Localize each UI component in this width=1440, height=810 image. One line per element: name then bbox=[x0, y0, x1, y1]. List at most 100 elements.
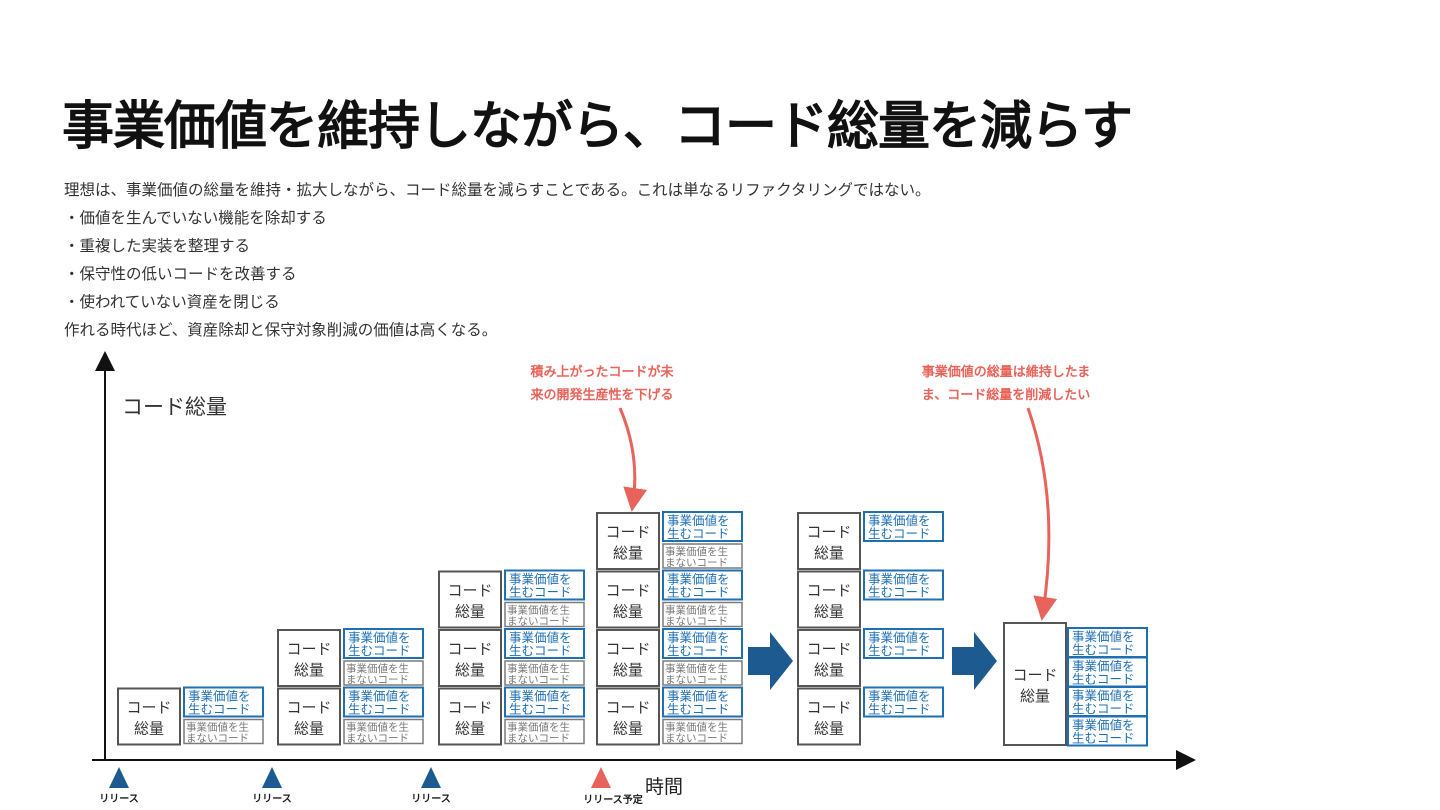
code-volume-box: コード総量 bbox=[797, 512, 861, 570]
value-label-line2: 生むコード bbox=[1072, 701, 1135, 716]
value-label-line2: 生むコード bbox=[509, 702, 572, 717]
release-marker: リリース bbox=[252, 767, 292, 805]
release-label: リリース bbox=[411, 793, 451, 805]
novalue-label-line1: 事業価値を生 bbox=[507, 662, 570, 675]
description-line: 理想は、事業価値の総量を維持・拡大しながら、コード総量を減らすことである。これは… bbox=[64, 181, 931, 199]
x-axis-label: 時間 bbox=[645, 776, 683, 798]
value-label-line1: 事業価値を bbox=[667, 689, 730, 704]
value-label-line1: 事業価値を bbox=[348, 689, 411, 704]
code-box-label-line2: 総量 bbox=[814, 603, 844, 621]
annotation-left-line1: 積み上がったコードが未 bbox=[529, 364, 674, 380]
novalue-label-line1: 事業価値を生 bbox=[665, 545, 728, 558]
code-box-label-line1: コード bbox=[447, 582, 492, 600]
code-box-label-line2: 総量 bbox=[613, 720, 643, 738]
code-volume-box: コード総量 bbox=[596, 687, 660, 746]
value-label-line2: 生むコード bbox=[509, 643, 572, 658]
code-box-label-line2: 総量 bbox=[814, 720, 844, 738]
value-label-line1: 事業価値を bbox=[667, 572, 730, 587]
code-volume-box: コード総量 bbox=[596, 512, 660, 570]
novalue-label-line2: まないコード bbox=[507, 616, 570, 628]
description-line: ・使われていない資産を閉じる bbox=[64, 293, 280, 311]
value-label-line1: 事業価値を bbox=[667, 513, 730, 528]
code-stack: コード総量事業価値を生むコード事業価値を生まないコードコード総量事業価値を生むコ… bbox=[277, 628, 424, 746]
y-axis-label: コード総量 bbox=[122, 395, 227, 419]
value-label-line2: 生むコード bbox=[1072, 642, 1135, 657]
novalue-label-line2: まないコード bbox=[665, 733, 728, 745]
code-box-label-line2: 総量 bbox=[613, 603, 643, 621]
transition-arrow-icon bbox=[748, 632, 793, 690]
description-line: ・保守性の低いコードを改善する bbox=[64, 265, 297, 283]
novalue-label-line1: 事業価値を生 bbox=[507, 721, 570, 734]
novalue-label-line2: まないコード bbox=[507, 674, 570, 686]
code-box-label-line2: 総量 bbox=[294, 720, 324, 738]
triangle-icon bbox=[591, 767, 611, 788]
code-box-label-line1: コード bbox=[447, 699, 492, 717]
code-box-label-line1: コード bbox=[1012, 666, 1057, 684]
code-box-label-line2: 総量 bbox=[294, 661, 324, 679]
value-label-line1: 事業価値を bbox=[509, 572, 572, 587]
code-box-label-line1: コード bbox=[605, 523, 650, 541]
release-marker: リリース bbox=[99, 767, 139, 805]
value-label-line1: 事業価値を bbox=[1072, 659, 1135, 674]
annotation-right-line2: ま、コード総量を削減したい bbox=[922, 387, 1090, 403]
value-label-line1: 事業価値を bbox=[1072, 718, 1135, 733]
value-label-line2: 生むコード bbox=[868, 526, 931, 541]
code-box-label-line1: コード bbox=[605, 582, 650, 600]
code-box-label-line1: コード bbox=[806, 640, 851, 658]
planned-release-marker: リリース予定 bbox=[583, 767, 643, 806]
code-box-label-line1: コード bbox=[605, 699, 650, 717]
release-marker: リリース bbox=[411, 767, 451, 805]
triangle-icon bbox=[109, 767, 129, 788]
novalue-label-line1: 事業価値を生 bbox=[665, 721, 728, 734]
annotation-left-arrow bbox=[618, 407, 648, 512]
annotation-left-line2: 来の開発生産性を下げる bbox=[529, 387, 673, 403]
code-stack: コード総量事業価値を生むコードコード総量事業価値を生むコードコード総量事業価値を… bbox=[797, 511, 944, 746]
code-box-label-line2: 総量 bbox=[455, 720, 485, 738]
novalue-label-line1: 事業価値を生 bbox=[507, 604, 570, 617]
code-volume-box: コード総量 bbox=[277, 687, 341, 746]
triangle-icon bbox=[421, 767, 441, 788]
value-label-line2: 生むコード bbox=[667, 702, 730, 717]
code-box-label-line1: コード bbox=[806, 523, 851, 541]
value-label-line1: 事業価値を bbox=[188, 689, 251, 704]
value-label-line2: 生むコード bbox=[188, 702, 251, 717]
code-volume-box: コード総量 bbox=[797, 629, 861, 687]
value-label-line1: 事業価値を bbox=[868, 513, 931, 528]
value-label-line2: 生むコード bbox=[1072, 731, 1135, 746]
value-label-line2: 生むコード bbox=[868, 702, 931, 717]
value-label-line2: 生むコード bbox=[509, 585, 572, 600]
code-volume-box: コード総量 bbox=[596, 570, 660, 629]
triangle-icon bbox=[262, 767, 282, 788]
code-box-label-line1: コード bbox=[286, 699, 331, 717]
annotation-right-arrow bbox=[1026, 407, 1058, 621]
value-label-line2: 生むコード bbox=[667, 585, 730, 600]
novalue-label-line1: 事業価値を生 bbox=[186, 721, 249, 734]
code-volume-box: コード総量 bbox=[438, 687, 502, 746]
value-label-line2: 生むコード bbox=[868, 585, 931, 600]
code-box-label-line2: 総量 bbox=[455, 661, 485, 679]
novalue-label-line1: 事業価値を生 bbox=[346, 662, 409, 675]
code-box-label-line2: 総量 bbox=[814, 544, 844, 562]
release-label: リリース bbox=[252, 793, 292, 805]
code-box-label-line1: コード bbox=[806, 582, 851, 600]
code-stack: コード総量事業価値を生むコード事業価値を生まないコードコード総量事業価値を生むコ… bbox=[596, 511, 743, 746]
novalue-label-line1: 事業価値を生 bbox=[665, 604, 728, 617]
